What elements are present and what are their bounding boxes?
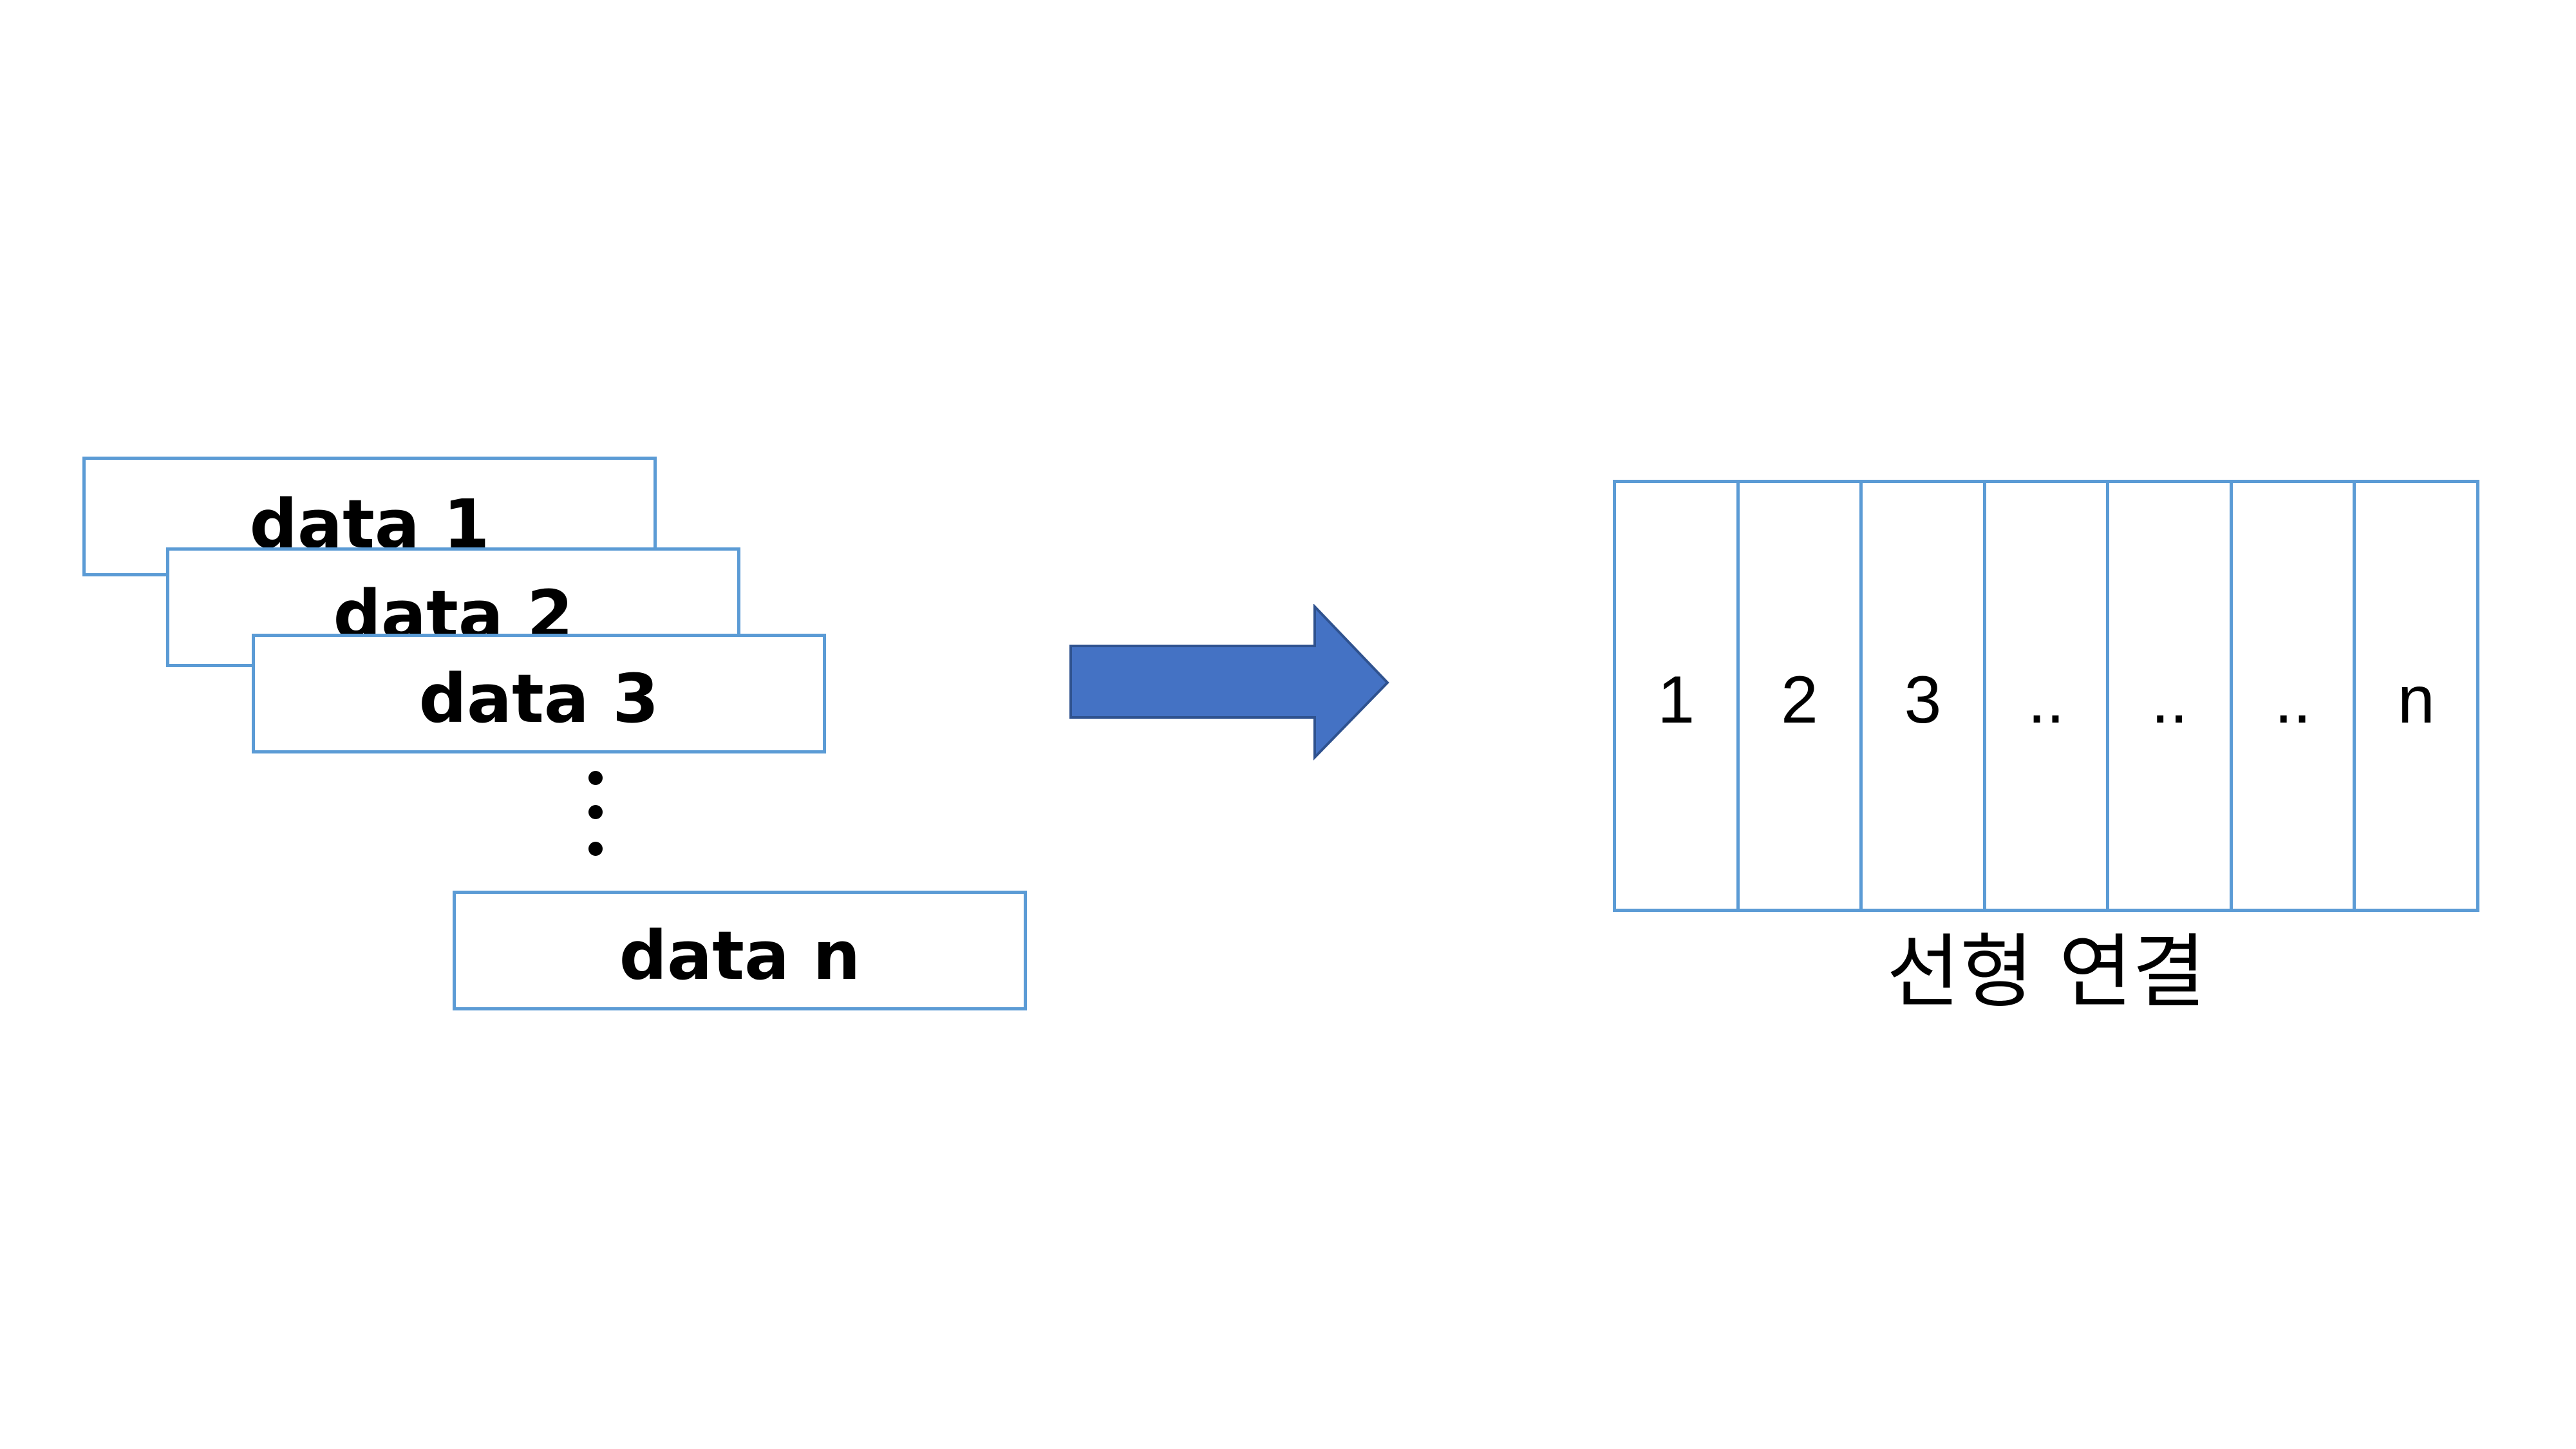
data-box-n: data n bbox=[453, 891, 1027, 1010]
array-caption: 선형 연결 bbox=[1886, 926, 2206, 1019]
array-cell-5: .. bbox=[2109, 483, 2233, 909]
array-cell-1: 1 bbox=[1616, 483, 1740, 909]
array-cell-3: 3 bbox=[1863, 483, 1986, 909]
data-box-label: data 3 bbox=[418, 659, 659, 738]
ellipsis-dot bbox=[588, 842, 603, 856]
right-arrow-icon bbox=[1069, 604, 1389, 761]
array-cell-2: 2 bbox=[1740, 483, 1863, 909]
arrow-shape bbox=[1069, 604, 1389, 761]
array-cell-6: .. bbox=[2233, 483, 2356, 909]
data-box-3: data 3 bbox=[252, 634, 826, 753]
array-cell-4: .. bbox=[1986, 483, 2110, 909]
ellipsis-dot bbox=[588, 771, 603, 785]
data-box-label: data n bbox=[619, 916, 861, 995]
array-cell-7: n bbox=[2397, 663, 2435, 737]
ellipsis-dot bbox=[588, 805, 603, 819]
data-box-label: data 1 bbox=[249, 485, 490, 564]
